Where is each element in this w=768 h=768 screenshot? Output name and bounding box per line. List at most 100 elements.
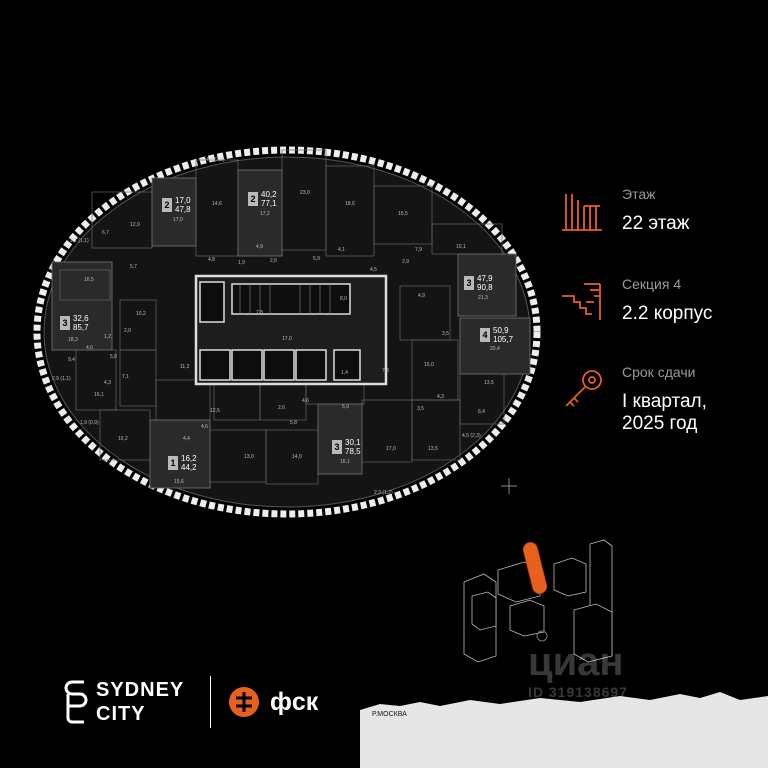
- room-area: 9,4: [68, 357, 75, 363]
- compass-icon: [501, 478, 517, 494]
- room-area: 16,5: [84, 277, 94, 283]
- room-area: 7,3: [382, 368, 389, 374]
- river-label: Р.МОСКВА: [372, 711, 407, 718]
- room-area: 16,2: [118, 436, 128, 442]
- room-area: 1,9 (0,9): [80, 420, 99, 426]
- room-area: 4,6: [86, 345, 93, 351]
- room-area: 5,8: [290, 420, 297, 426]
- room-area: 5,9: [342, 404, 349, 410]
- cian-watermark-logo: циан: [528, 640, 624, 684]
- deadline-label: Срок сдачи: [622, 364, 696, 380]
- room-area: 4,1: [338, 247, 345, 253]
- room-area: 4,5 (2,3): [462, 433, 481, 439]
- room-area: 5,7: [130, 264, 137, 270]
- room-area: 7,8: [256, 310, 263, 316]
- room-area: 6,4: [478, 409, 485, 415]
- unit-zone-7: [317, 403, 363, 475]
- sydney-line: SYDNEY: [96, 679, 185, 701]
- room-area: 4,6: [201, 424, 208, 430]
- building-icon: [562, 194, 602, 231]
- room-area: 4,5: [370, 267, 377, 273]
- room-area: 1,2: [104, 334, 111, 340]
- room-area: 15,0: [424, 362, 434, 368]
- floor-info: Этаж 22 этаж: [560, 186, 760, 256]
- room-area: 4,3: [104, 380, 111, 386]
- unit-living-area: 17,0: [175, 196, 191, 205]
- room-area: 17,0: [386, 446, 396, 452]
- unit-total-area: 85,7: [73, 323, 89, 332]
- room-area: 20,4: [490, 346, 500, 352]
- shaft-2: [333, 349, 361, 381]
- deadline-value-line1: I квартал,: [622, 391, 707, 412]
- unit-rooms-badge: 1: [168, 456, 178, 470]
- room-area: 3,5: [442, 331, 449, 337]
- map-location-pin-icon: [536, 630, 548, 642]
- room-area: 13,0: [244, 454, 254, 460]
- room-area: 4,6: [302, 398, 309, 404]
- elevator-4: [295, 349, 327, 381]
- room-area: 2,0: [124, 328, 131, 334]
- map-building: [573, 603, 613, 663]
- unit-living-area: 16,2: [181, 454, 197, 463]
- section-label: Секция 4: [622, 276, 682, 292]
- room-area: 2,9: [402, 259, 409, 265]
- unit-total-area: 44,2: [181, 463, 197, 472]
- logo-divider: [210, 676, 211, 728]
- unit-rooms-badge: 3: [332, 440, 342, 454]
- elevator-2: [231, 349, 263, 381]
- room-area: 18,6: [345, 201, 355, 207]
- room-area: 13,5: [428, 446, 438, 452]
- unit-zone-1: [151, 177, 197, 247]
- unit-zone-5: [459, 317, 531, 375]
- unit-rooms-badge: 2: [162, 198, 172, 212]
- room-area: 12,9: [130, 222, 140, 228]
- room-area: 15,6: [174, 479, 184, 485]
- room-area: 5,9: [313, 256, 320, 262]
- unit-zone-6: [149, 419, 211, 489]
- sydney-city-logo: SYDNEY CITY: [62, 674, 212, 730]
- cian-watermark-id: ID 319138697: [528, 684, 628, 700]
- room-area: 4,3: [437, 394, 444, 400]
- room-area: 1,9: [238, 260, 245, 266]
- floor-value: 22 этаж: [622, 213, 690, 234]
- unit-living-area: 50,9: [493, 326, 509, 335]
- fsk-logo: фск: [228, 686, 348, 718]
- room-area: 13,5: [484, 380, 494, 386]
- section-info: Секция 4 2.2 корпус: [560, 276, 760, 346]
- unit-total-area: 77,1: [261, 199, 277, 208]
- room-area: 11,2: [180, 364, 190, 370]
- city-line: CITY: [96, 703, 146, 725]
- room-area: 16,1: [94, 392, 104, 398]
- room-area: 10,1: [456, 244, 466, 250]
- unit-total-area: 47,8: [175, 205, 191, 214]
- deadline-info: Срок сдачи I квартал, 2025 год: [560, 364, 760, 434]
- room-area: 4,9: [256, 244, 263, 250]
- room-area: 1,4: [341, 370, 348, 376]
- room-area: 23,0: [300, 190, 310, 196]
- unit-total-area: 105,7: [493, 335, 514, 344]
- room-area: 7,1: [122, 374, 129, 380]
- elevator-3: [263, 349, 295, 381]
- unit-total-area: 90,8: [477, 283, 493, 292]
- room-area: 7,9: [415, 247, 422, 253]
- section-value: 2.2 корпус: [622, 303, 713, 324]
- unit-rooms-badge: 4: [480, 328, 490, 342]
- room-area: 12,5: [210, 408, 220, 414]
- room-area: 4,8: [208, 257, 215, 263]
- room-area: 8,0: [340, 296, 347, 302]
- unit-living-area: 47,9: [477, 274, 493, 283]
- stair-1: [231, 283, 351, 315]
- unit-rooms-badge: 3: [464, 276, 474, 290]
- sydney-city-logo-text: SYDNEY CITY: [96, 678, 184, 726]
- map-building: [471, 591, 497, 631]
- room-area: 21,3: [478, 295, 488, 301]
- unit-total-area: 78,5: [345, 447, 361, 456]
- map-building: [509, 599, 545, 637]
- deadline-value-line2: 2025 год: [622, 413, 698, 434]
- unit-living-area: 32,6: [73, 314, 89, 323]
- unit-living-area: 40,2: [261, 190, 277, 199]
- unit-rooms-badge: 3: [60, 316, 70, 330]
- room-area: 5,8: [110, 354, 117, 360]
- sydney-city-logo-mark-icon: [64, 680, 88, 724]
- building-location-map: [463, 539, 613, 663]
